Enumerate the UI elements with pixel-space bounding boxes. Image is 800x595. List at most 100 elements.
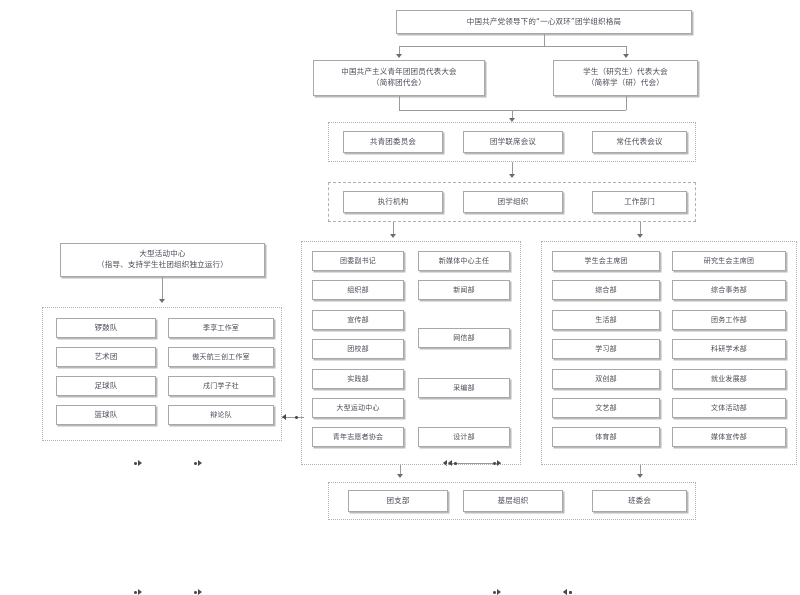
executive-body-label: 执行机构: [377, 196, 409, 206]
grassroots-organization-label: 基层组织: [497, 495, 529, 505]
gu-media-promotion-label: 媒体宣传部: [711, 433, 747, 442]
connector-league-org-down: [400, 465, 401, 474]
su-life-dept-label: 生活部: [595, 315, 617, 324]
grassroots-organization[interactable]: 基层组织: [463, 490, 563, 512]
connector-dot-b-4: [193, 590, 197, 594]
dept-news[interactable]: 新闻部: [418, 280, 510, 300]
club-basketball-team[interactable]: 篮球队: [56, 405, 156, 425]
gu-league-work[interactable]: 团务工作部: [672, 309, 786, 330]
club-aerospace-studio[interactable]: 傲天航三创工作室: [168, 347, 274, 367]
grad-union-chairman-label: 研究生会主席团: [703, 256, 755, 265]
club-debate-team[interactable]: 辩论队: [168, 405, 274, 425]
connector-clubs-to-league-org: [282, 417, 304, 418]
su-general-office[interactable]: 综合部: [552, 280, 660, 301]
unit-activity-center-label: 大型运动中心: [336, 403, 380, 412]
league-student-org[interactable]: 团学组织: [463, 191, 563, 213]
su-study-dept[interactable]: 学习部: [552, 339, 660, 360]
arrow-down-icon-committee: [509, 118, 515, 122]
su-life-dept[interactable]: 生活部: [552, 309, 660, 330]
dept-practice[interactable]: 实践部: [312, 368, 404, 389]
su-innovation-dept-label: 双创部: [595, 374, 617, 383]
gu-research-academic[interactable]: 科研学术部: [672, 339, 786, 360]
club-chengmen-academy[interactable]: 戌门学子社: [168, 376, 274, 396]
club-jixiang-studio[interactable]: 季享工作室: [168, 318, 274, 338]
club-aerospace-studio-label: 傲天航三创工作室: [192, 352, 250, 361]
dept-practice-label: 实践部: [347, 374, 369, 383]
league-committee[interactable]: 共青团委员会: [343, 131, 443, 153]
connector-dot-b-1: [133, 461, 137, 465]
club-art-troupe-label: 艺术团: [94, 351, 118, 361]
club-football-team-label: 足球队: [94, 380, 118, 390]
chart-title-node[interactable]: 中国共产党领导下的“一心双环”团学组织格局: [396, 10, 692, 34]
student-congress[interactable]: 学生（研究生）代表大会 （简称学（研）代会）: [553, 60, 698, 96]
dept-news-label: 新闻部: [453, 285, 475, 294]
dept-editing[interactable]: 采编部: [418, 378, 510, 398]
joint-meeting[interactable]: 团学联席会议: [463, 131, 563, 153]
dept-propaganda[interactable]: 宣传部: [312, 309, 404, 330]
dept-organization[interactable]: 组织部: [312, 280, 404, 301]
club-basketball-team-label: 篮球队: [94, 409, 118, 419]
gu-culture-sports-label: 文体活动部: [711, 403, 747, 412]
newmedia-center-director[interactable]: 新媒体中心主任: [418, 251, 510, 271]
gu-media-promotion[interactable]: 媒体宣传部: [672, 427, 786, 448]
youth-league-congress-label: 中国共产主义青年团团员代表大会 （简称团代会）: [341, 67, 457, 87]
arrow-down-icon-clubs: [159, 299, 165, 303]
standing-delegates-meeting-label: 常任代表会议: [616, 136, 663, 146]
club-drum-team[interactable]: 锣鼓队: [56, 318, 156, 338]
large-activity-center[interactable]: 大型活动中心 （指导、支持学生社团组织独立运行）: [60, 243, 265, 277]
su-innovation-dept[interactable]: 双创部: [552, 368, 660, 389]
arrow-down-icon-student-union: [637, 234, 643, 238]
gu-culture-sports[interactable]: 文体活动部: [672, 398, 786, 418]
arrow-down-icon-grassroots-left: [397, 474, 403, 478]
dept-network-info[interactable]: 网信部: [418, 328, 510, 348]
league-branch[interactable]: 团支部: [348, 490, 448, 512]
connector-dot-clubs: [294, 415, 298, 419]
connector-dot-b-6: [492, 590, 496, 594]
club-football-team[interactable]: 足球队: [56, 376, 156, 396]
arrow-right-icon-2: [138, 589, 142, 595]
student-congress-label: 学生（研究生）代表大会 （简称学（研）代会）: [583, 67, 668, 87]
connector-student-congress-down: [626, 96, 627, 110]
league-deputy-secretary[interactable]: 团委副书记: [312, 251, 404, 271]
youth-league-congress[interactable]: 中国共产主义青年团团员代表大会 （简称团代会）: [313, 60, 485, 96]
student-clubs-group: [42, 307, 282, 441]
gu-league-work-label: 团务工作部: [711, 315, 747, 324]
large-activity-center-label: 大型活动中心 （指导、支持学生社团组织独立运行）: [97, 249, 228, 269]
connector-title-down: [544, 34, 545, 46]
arrow-down-icon-league-org: [390, 234, 396, 238]
arrow-right-icon-3: [198, 460, 202, 466]
su-sports-dept[interactable]: 体育部: [552, 427, 660, 448]
arrow-down-icon-league-congress: [396, 54, 402, 58]
committee-group: [328, 122, 696, 162]
su-arts-dept[interactable]: 文艺部: [552, 398, 660, 418]
gu-general-affairs[interactable]: 综合事务部: [672, 280, 786, 301]
arrow-left-icon-6: [563, 589, 567, 595]
arrow-right-icon-6: [497, 589, 501, 595]
connector-activity-center-down: [162, 277, 163, 299]
connector-exec-left-down: [393, 222, 394, 234]
dept-school-league[interactable]: 团校部: [312, 339, 404, 360]
standing-delegates-meeting[interactable]: 常任代表会议: [592, 131, 687, 153]
grad-union-chairman[interactable]: 研究生会主席团: [672, 251, 786, 271]
connector-dot-a-5: [453, 461, 457, 465]
joint-meeting-label: 团学联席会议: [489, 136, 537, 146]
work-departments[interactable]: 工作部门: [592, 191, 687, 213]
unit-volunteer-association[interactable]: 青年志愿者协会: [312, 427, 404, 448]
league-org-group: [301, 241, 521, 465]
arrow-left-icon-5: [448, 460, 452, 466]
club-art-troupe[interactable]: 艺术团: [56, 347, 156, 367]
gu-career-development[interactable]: 就业发展部: [672, 368, 786, 389]
executive-body[interactable]: 执行机构: [343, 191, 443, 213]
arrow-right-icon-1: [138, 460, 142, 466]
connector-dot-a-6: [568, 590, 572, 594]
connector-title-split: [399, 46, 626, 47]
arrow-down-icon-grassroots-right: [637, 474, 643, 478]
arrow-right-icon-4: [198, 589, 202, 595]
su-general-office-label: 综合部: [595, 286, 617, 295]
dept-design-label: 设计部: [453, 432, 475, 441]
class-committee[interactable]: 班委会: [592, 490, 687, 512]
unit-activity-center[interactable]: 大型运动中心: [312, 398, 404, 418]
connector-student-union-down: [640, 465, 641, 474]
student-union-chairman[interactable]: 学生会主席团: [552, 251, 660, 271]
dept-design[interactable]: 设计部: [418, 427, 510, 447]
